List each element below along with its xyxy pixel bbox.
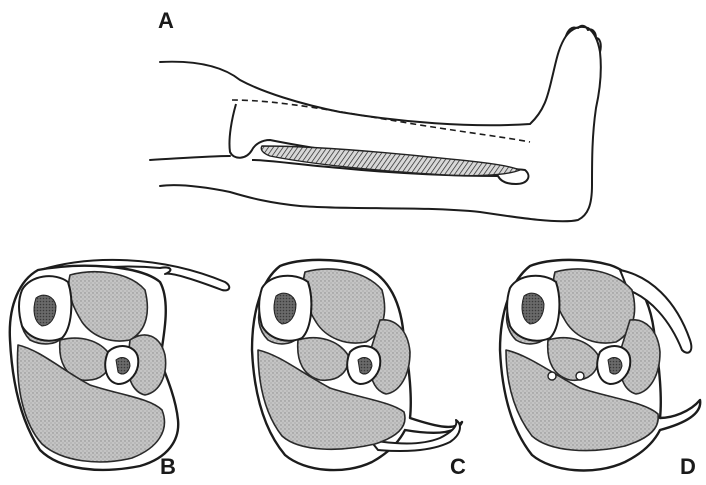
vessel-d-1 — [548, 372, 556, 380]
fibula-marrow-b — [116, 358, 130, 374]
fibula-marrow-d — [608, 358, 622, 374]
panel-c-cross-section: C — [252, 260, 466, 479]
leg-upper-outline — [160, 27, 601, 221]
panel-label-c: C — [450, 454, 466, 479]
panel-label-a: A — [158, 8, 174, 33]
panel-b-cross-section: B — [10, 260, 229, 479]
muscle-strip-hatched — [261, 146, 520, 176]
panel-d-cross-section: D — [500, 260, 700, 479]
panel-label-d: D — [680, 454, 696, 479]
vessel-d-2 — [576, 372, 584, 380]
flap-dashed-outline — [232, 100, 530, 142]
panel-a-leg-illustration: A — [150, 8, 601, 221]
panel-label-b: B — [160, 454, 176, 479]
fibula-marrow-c — [358, 358, 372, 374]
leg-lower-line — [150, 156, 230, 160]
